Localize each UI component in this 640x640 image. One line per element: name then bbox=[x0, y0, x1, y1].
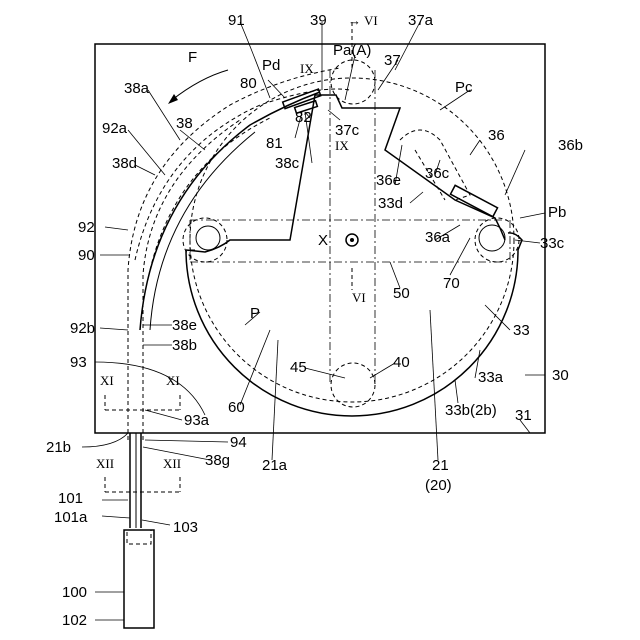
roller-bottom bbox=[331, 363, 375, 407]
label-21: 21 bbox=[432, 457, 449, 474]
label-60: 60 bbox=[228, 399, 245, 416]
label-103: 103 bbox=[173, 519, 198, 536]
label-81: 81 bbox=[266, 135, 283, 152]
label-36c: 36c bbox=[425, 165, 450, 182]
label-ix-mid: IX bbox=[335, 138, 349, 153]
label-f: F bbox=[188, 49, 197, 66]
label-80: 80 bbox=[240, 75, 257, 92]
guide-rail-91b bbox=[150, 132, 255, 330]
label-45: 45 bbox=[290, 359, 307, 376]
connector-100 bbox=[124, 530, 154, 628]
label-33: 33 bbox=[513, 322, 530, 339]
label-ix-top: IX bbox=[300, 61, 314, 76]
label-33d: 33d bbox=[378, 195, 403, 212]
horizontal-arm bbox=[190, 220, 510, 262]
label-37a: 37a bbox=[408, 12, 434, 29]
label-38g: 38g bbox=[205, 452, 230, 469]
label-30: 30 bbox=[552, 367, 569, 384]
label-x: X bbox=[318, 232, 328, 249]
arrow-head-f bbox=[168, 94, 178, 104]
label-pa-a: Pa(A) bbox=[333, 42, 371, 59]
label-xi-right: XI bbox=[166, 373, 180, 388]
label-90: 90 bbox=[78, 247, 95, 264]
label-100: 100 bbox=[62, 584, 87, 601]
label-38b: 38b bbox=[172, 337, 197, 354]
label-37c: 37c bbox=[335, 122, 360, 139]
label-92a: 92a bbox=[102, 120, 128, 137]
label-vi-top: → VI bbox=[348, 13, 378, 28]
label-70: 70 bbox=[443, 275, 460, 292]
pivot-left bbox=[196, 226, 220, 250]
label-38c: 38c bbox=[275, 155, 300, 172]
label-91: 91 bbox=[228, 12, 245, 29]
label-92b: 92b bbox=[70, 320, 95, 337]
label-40: 40 bbox=[393, 354, 410, 371]
label-pb: Pb bbox=[548, 204, 566, 221]
label-92: 92 bbox=[78, 219, 95, 236]
label-vi-low: VI bbox=[352, 290, 366, 305]
label-pc: Pc bbox=[455, 79, 473, 96]
pivot-right bbox=[479, 225, 505, 251]
label-39: 39 bbox=[310, 12, 327, 29]
label-20: (20) bbox=[425, 477, 452, 494]
label-xii-right: XII bbox=[163, 456, 181, 471]
label-101: 101 bbox=[58, 490, 83, 507]
label-38e: 38e bbox=[172, 317, 197, 334]
connector-100-top bbox=[127, 530, 151, 544]
semicircle-member-33 bbox=[186, 233, 522, 416]
label-38: 38 bbox=[176, 115, 193, 132]
label-38a: 38a bbox=[124, 80, 150, 97]
label-31: 31 bbox=[515, 407, 532, 424]
label-94: 94 bbox=[230, 434, 247, 451]
section-xii bbox=[105, 477, 180, 492]
center-x-dot bbox=[350, 238, 354, 242]
label-101a: 101a bbox=[54, 509, 88, 526]
label-xii-left: XII bbox=[96, 456, 114, 471]
label-93: 93 bbox=[70, 354, 87, 371]
label-21a: 21a bbox=[262, 457, 288, 474]
label-33a: 33a bbox=[478, 369, 504, 386]
label-pd: Pd bbox=[262, 57, 280, 74]
label-21b: 21b bbox=[46, 439, 71, 456]
label-36b: 36b bbox=[558, 137, 583, 154]
label-82: 82 bbox=[295, 109, 312, 126]
label-36a: 36a bbox=[425, 229, 451, 246]
label-93a: 93a bbox=[184, 412, 210, 429]
label-38d: 38d bbox=[112, 155, 137, 172]
label-36: 36 bbox=[488, 127, 505, 144]
direction-arrow-f bbox=[172, 70, 228, 100]
roller-right bbox=[475, 218, 519, 262]
label-33b: 33b(2b) bbox=[445, 402, 497, 419]
label-50: 50 bbox=[393, 285, 410, 302]
guide-rail-91 bbox=[140, 92, 320, 330]
label-36e: 36e bbox=[376, 172, 401, 189]
label-p: P bbox=[250, 305, 260, 322]
label-xi-left: XI bbox=[100, 373, 114, 388]
label-102: 102 bbox=[62, 612, 87, 629]
label-37: 37 bbox=[384, 52, 401, 69]
label-33c: 33c bbox=[540, 235, 565, 252]
